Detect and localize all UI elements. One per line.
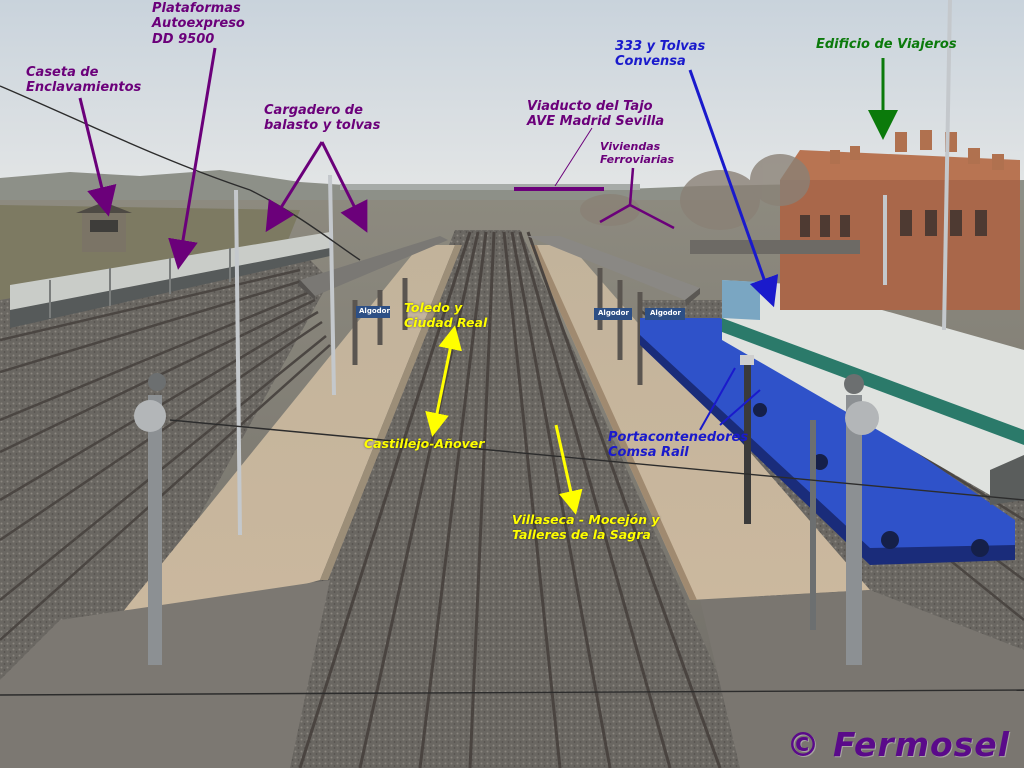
left-platform xyxy=(100,245,455,640)
right-platform xyxy=(530,245,870,600)
label-viviendas: Viviendas Ferroviarias xyxy=(600,140,675,166)
viaducto-leader xyxy=(554,127,593,187)
label-toledo: Toledo y Ciudad Real xyxy=(404,300,488,330)
label-caseta: Caseta de Enclavamientos xyxy=(26,65,142,96)
label-viaducto: Viaducto del Tajo AVE Madrid Sevilla xyxy=(527,99,665,130)
platform-signs xyxy=(356,306,685,320)
arrow-toledo-castillejo xyxy=(425,325,462,437)
foreground-paving xyxy=(0,580,330,768)
arrow-plataformas xyxy=(168,47,217,270)
loco-and-hoppers xyxy=(722,280,1024,505)
label-plataformas: Plataformas Autoexpreso DD 9500 xyxy=(152,1,245,47)
right-canopy xyxy=(527,236,700,300)
arrow-cargadero-a xyxy=(265,141,324,233)
arrow-villaseca xyxy=(554,424,583,515)
viaduct xyxy=(340,184,640,190)
arrow-portacontenedores-b xyxy=(719,389,761,426)
arrow-caseta xyxy=(78,97,117,217)
left-wagons xyxy=(10,232,330,328)
lamp-posts xyxy=(134,355,879,665)
viviendas-leader xyxy=(628,167,635,206)
overhead-wires xyxy=(0,85,1024,696)
sign-right-platform-b: Algodor xyxy=(650,309,681,317)
label-333-tolvas: 333 y Tolvas Convensa xyxy=(615,39,706,70)
track-bed xyxy=(240,230,760,768)
label-castillejo: Castillejo-Añover xyxy=(364,436,485,451)
credit-watermark: © Fermosel xyxy=(786,725,1010,764)
catenary-masts xyxy=(234,0,952,536)
arrow-portacontenedores-a xyxy=(699,367,736,431)
sign-left-platform: Algodor xyxy=(359,307,390,315)
label-portacontenedores: Portacontenedores Comsa Rail xyxy=(608,430,749,461)
label-cargadero: Cargadero de balasto y tolvas xyxy=(264,103,381,134)
arrow-cargadero-b xyxy=(320,141,368,233)
label-villaseca: Villaseca - Mocejón y Talleres de la Sag… xyxy=(512,512,660,542)
main-track-rails xyxy=(298,231,722,768)
arrow-333 xyxy=(688,69,779,308)
left-canopy xyxy=(300,236,448,296)
sign-right-platform-a: Algodor xyxy=(598,309,629,317)
label-edificio: Edificio de Viajeros xyxy=(816,37,957,52)
